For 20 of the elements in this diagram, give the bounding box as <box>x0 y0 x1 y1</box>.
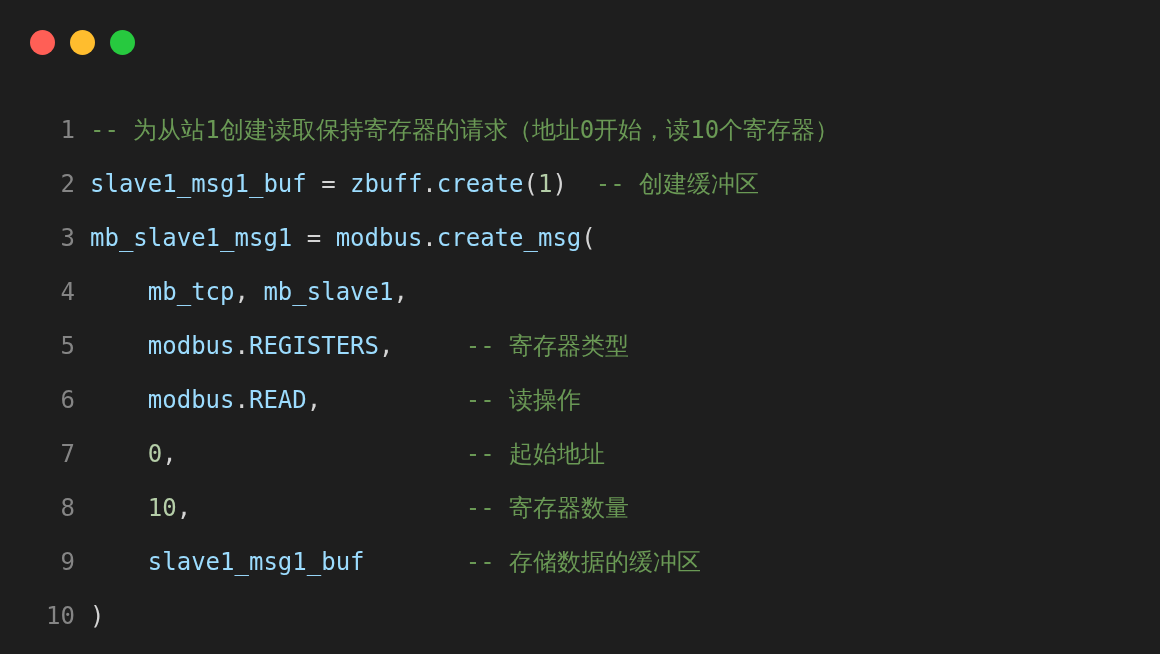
code-line: 10, -- 寄存器数量 <box>146 493 630 523</box>
code-line: -- 为从站1创建读取保持寄存器的请求（地址0开始，读10个寄存器） <box>90 115 840 145</box>
code-line: slave1_msg1_buf = zbuff.create(1) -- 创建缓冲区 <box>90 169 760 199</box>
line-number: 3 <box>59 223 75 253</box>
line-number: 2 <box>59 169 75 199</box>
line-number: 6 <box>59 385 75 415</box>
line-number: 4 <box>59 277 75 307</box>
code-line: 0, -- 起始地址 <box>146 439 606 469</box>
line-number: 10 <box>45 601 75 631</box>
code-line: ) <box>90 601 105 631</box>
line-number: 1 <box>59 115 75 145</box>
code-line: mb_tcp, mb_slave1, <box>146 277 408 307</box>
line-number: 5 <box>59 331 75 361</box>
line-number: 7 <box>59 439 75 469</box>
code-line: modbus.READ, -- 读操作 <box>146 385 582 415</box>
line-number: 9 <box>59 547 75 577</box>
code-line: slave1_msg1_buf -- 存储数据的缓冲区 <box>146 547 702 577</box>
line-number: 8 <box>59 493 75 523</box>
code-line: mb_slave1_msg1 = modbus.create_msg( <box>90 223 596 253</box>
code-line: modbus.REGISTERS, -- 寄存器类型 <box>146 331 630 361</box>
